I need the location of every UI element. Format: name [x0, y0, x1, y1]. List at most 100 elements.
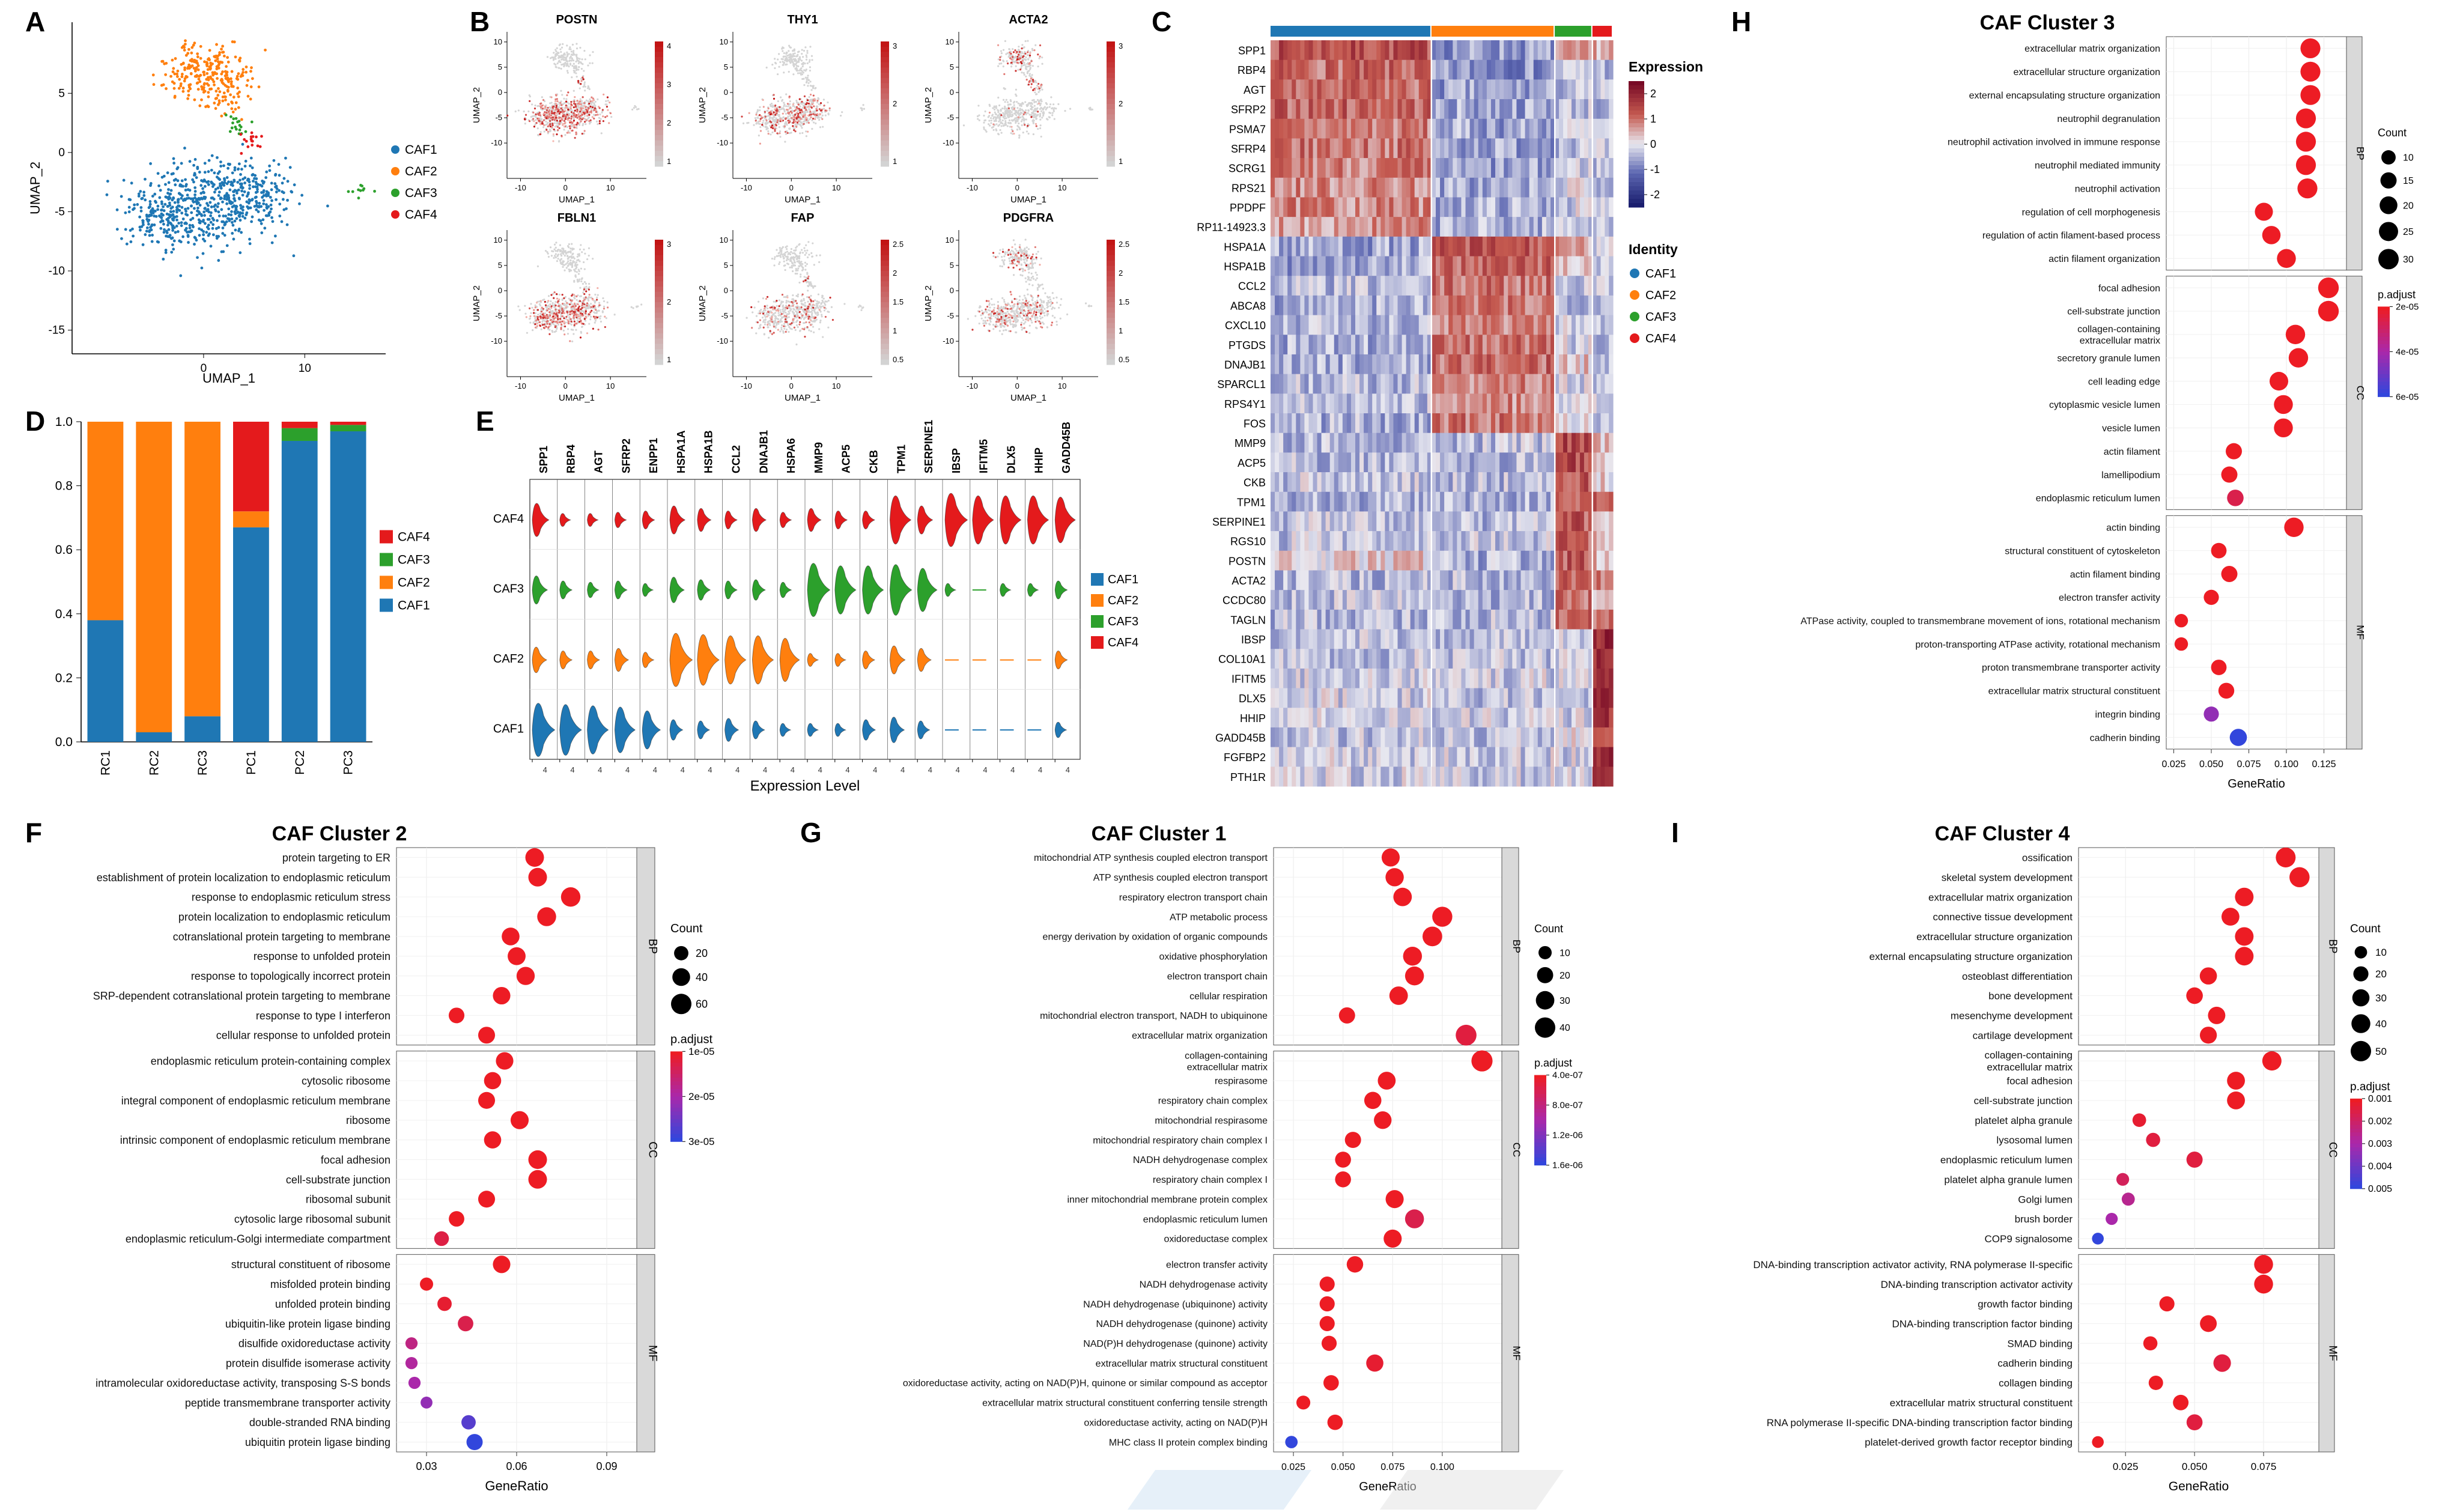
svg-text:-10: -10 — [967, 183, 978, 192]
panel-b-letter: B — [470, 6, 490, 37]
svg-text:5: 5 — [950, 62, 954, 71]
svg-text:UMAP_2: UMAP_2 — [697, 87, 708, 123]
panel-g-dotplot: G CAF Cluster 1 mitochondrial ATP synthe… — [799, 817, 1664, 1505]
svg-text:-5: -5 — [55, 205, 65, 218]
svg-text:-5: -5 — [947, 113, 954, 122]
svg-text:UMAP_2: UMAP_2 — [923, 87, 934, 123]
svg-text:-10: -10 — [515, 381, 526, 390]
caf-cluster-1-go-dotplot: mitochondrial ATP synthesis coupled elec… — [903, 847, 1583, 1493]
svg-text:UMAP_2: UMAP_2 — [28, 162, 43, 214]
svg-text:-10: -10 — [741, 381, 752, 390]
svg-text:0: 0 — [950, 88, 954, 97]
svg-text:5: 5 — [724, 62, 728, 71]
svg-text:0: 0 — [563, 381, 568, 390]
svg-text:10: 10 — [299, 362, 311, 375]
svg-text:-10: -10 — [943, 138, 954, 147]
svg-text:THY1: THY1 — [787, 13, 818, 26]
svg-text:3: 3 — [667, 80, 671, 89]
svg-text:2: 2 — [667, 118, 671, 127]
svg-text:2: 2 — [1119, 99, 1123, 108]
svg-text:0: 0 — [789, 381, 794, 390]
svg-text:CAF4: CAF4 — [405, 208, 437, 222]
svg-text:-10: -10 — [717, 138, 728, 147]
svg-text:10: 10 — [720, 235, 728, 244]
panel-a-letter: A — [25, 6, 46, 37]
panel-d-letter: D — [25, 405, 46, 437]
svg-text:-15: -15 — [49, 324, 65, 337]
svg-text:-5: -5 — [721, 113, 728, 122]
svg-text:-5: -5 — [495, 311, 502, 320]
svg-text:-10: -10 — [515, 183, 526, 192]
marker-gene-heatmap: SPP1RBP4AGTSFRP2PSMA7SFRP4SCRG1RPS21PPDP… — [1197, 26, 1703, 787]
panel-e-letter: E — [476, 405, 494, 437]
svg-text:10: 10 — [946, 37, 954, 46]
svg-text:2: 2 — [893, 99, 897, 108]
svg-text:10: 10 — [832, 183, 840, 192]
svg-text:0: 0 — [58, 147, 65, 159]
watermark — [1127, 1464, 1622, 1512]
svg-text:0: 0 — [201, 362, 207, 375]
svg-text:UMAP_1: UMAP_1 — [559, 195, 595, 205]
svg-text:CAF1: CAF1 — [405, 143, 437, 157]
svg-text:ACTA2: ACTA2 — [1009, 13, 1048, 26]
watermark-shape — [1127, 1470, 1312, 1510]
svg-text:1: 1 — [667, 355, 671, 364]
svg-text:-5: -5 — [721, 311, 728, 320]
svg-text:CAF3: CAF3 — [405, 186, 437, 200]
svg-text:0: 0 — [724, 286, 728, 295]
svg-text:0: 0 — [498, 88, 502, 97]
svg-text:10: 10 — [720, 37, 728, 46]
panel-h-dotplot: H CAF Cluster 3 extracellular matrix org… — [1730, 6, 2451, 802]
svg-text:UMAP_1: UMAP_1 — [559, 393, 595, 403]
svg-text:UMAP_2: UMAP_2 — [472, 87, 482, 123]
svg-text:UMAP_2: UMAP_2 — [697, 285, 708, 321]
svg-text:1: 1 — [1119, 157, 1123, 166]
svg-text:10: 10 — [606, 183, 615, 192]
svg-text:4: 4 — [667, 41, 671, 50]
panel-h-title: CAF Cluster 3 — [1979, 11, 2115, 34]
svg-text:POSTN: POSTN — [556, 13, 598, 26]
svg-text:1: 1 — [893, 157, 897, 166]
svg-text:10: 10 — [494, 37, 502, 46]
svg-text:5: 5 — [58, 87, 65, 100]
svg-text:-10: -10 — [717, 336, 728, 345]
svg-text:10: 10 — [1058, 183, 1066, 192]
panel-i-title: CAF Cluster 4 — [1934, 822, 2070, 845]
svg-text:UMAP_1: UMAP_1 — [1010, 195, 1046, 205]
svg-text:3: 3 — [1119, 41, 1123, 50]
panel-c-letter: C — [1152, 6, 1172, 37]
svg-text:10: 10 — [832, 381, 840, 390]
svg-text:0: 0 — [563, 183, 568, 192]
svg-text:1: 1 — [667, 157, 671, 166]
svg-text:-10: -10 — [741, 183, 752, 192]
svg-text:10: 10 — [606, 381, 615, 390]
svg-text:0: 0 — [724, 88, 728, 97]
svg-text:0: 0 — [1015, 183, 1019, 192]
svg-text:CAF2: CAF2 — [405, 165, 437, 178]
svg-text:0: 0 — [498, 286, 502, 295]
svg-text:UMAP_1: UMAP_1 — [785, 195, 821, 205]
svg-text:-10: -10 — [491, 138, 502, 147]
svg-text:UMAP_1: UMAP_1 — [202, 371, 255, 386]
svg-text:0: 0 — [789, 183, 794, 192]
svg-text:UMAP_2: UMAP_2 — [472, 285, 482, 321]
svg-text:-10: -10 — [491, 336, 502, 345]
panel-i-letter: I — [1671, 817, 1679, 848]
stacked-violin-plot: SPP14RBP44AGT4SFRP24ENPP14HSPA1A4HSPA1B4… — [493, 420, 1138, 794]
svg-text:UMAP_1: UMAP_1 — [785, 393, 821, 403]
svg-text:10: 10 — [494, 235, 502, 244]
svg-text:FAP: FAP — [791, 211, 815, 225]
svg-text:-10: -10 — [49, 265, 65, 278]
